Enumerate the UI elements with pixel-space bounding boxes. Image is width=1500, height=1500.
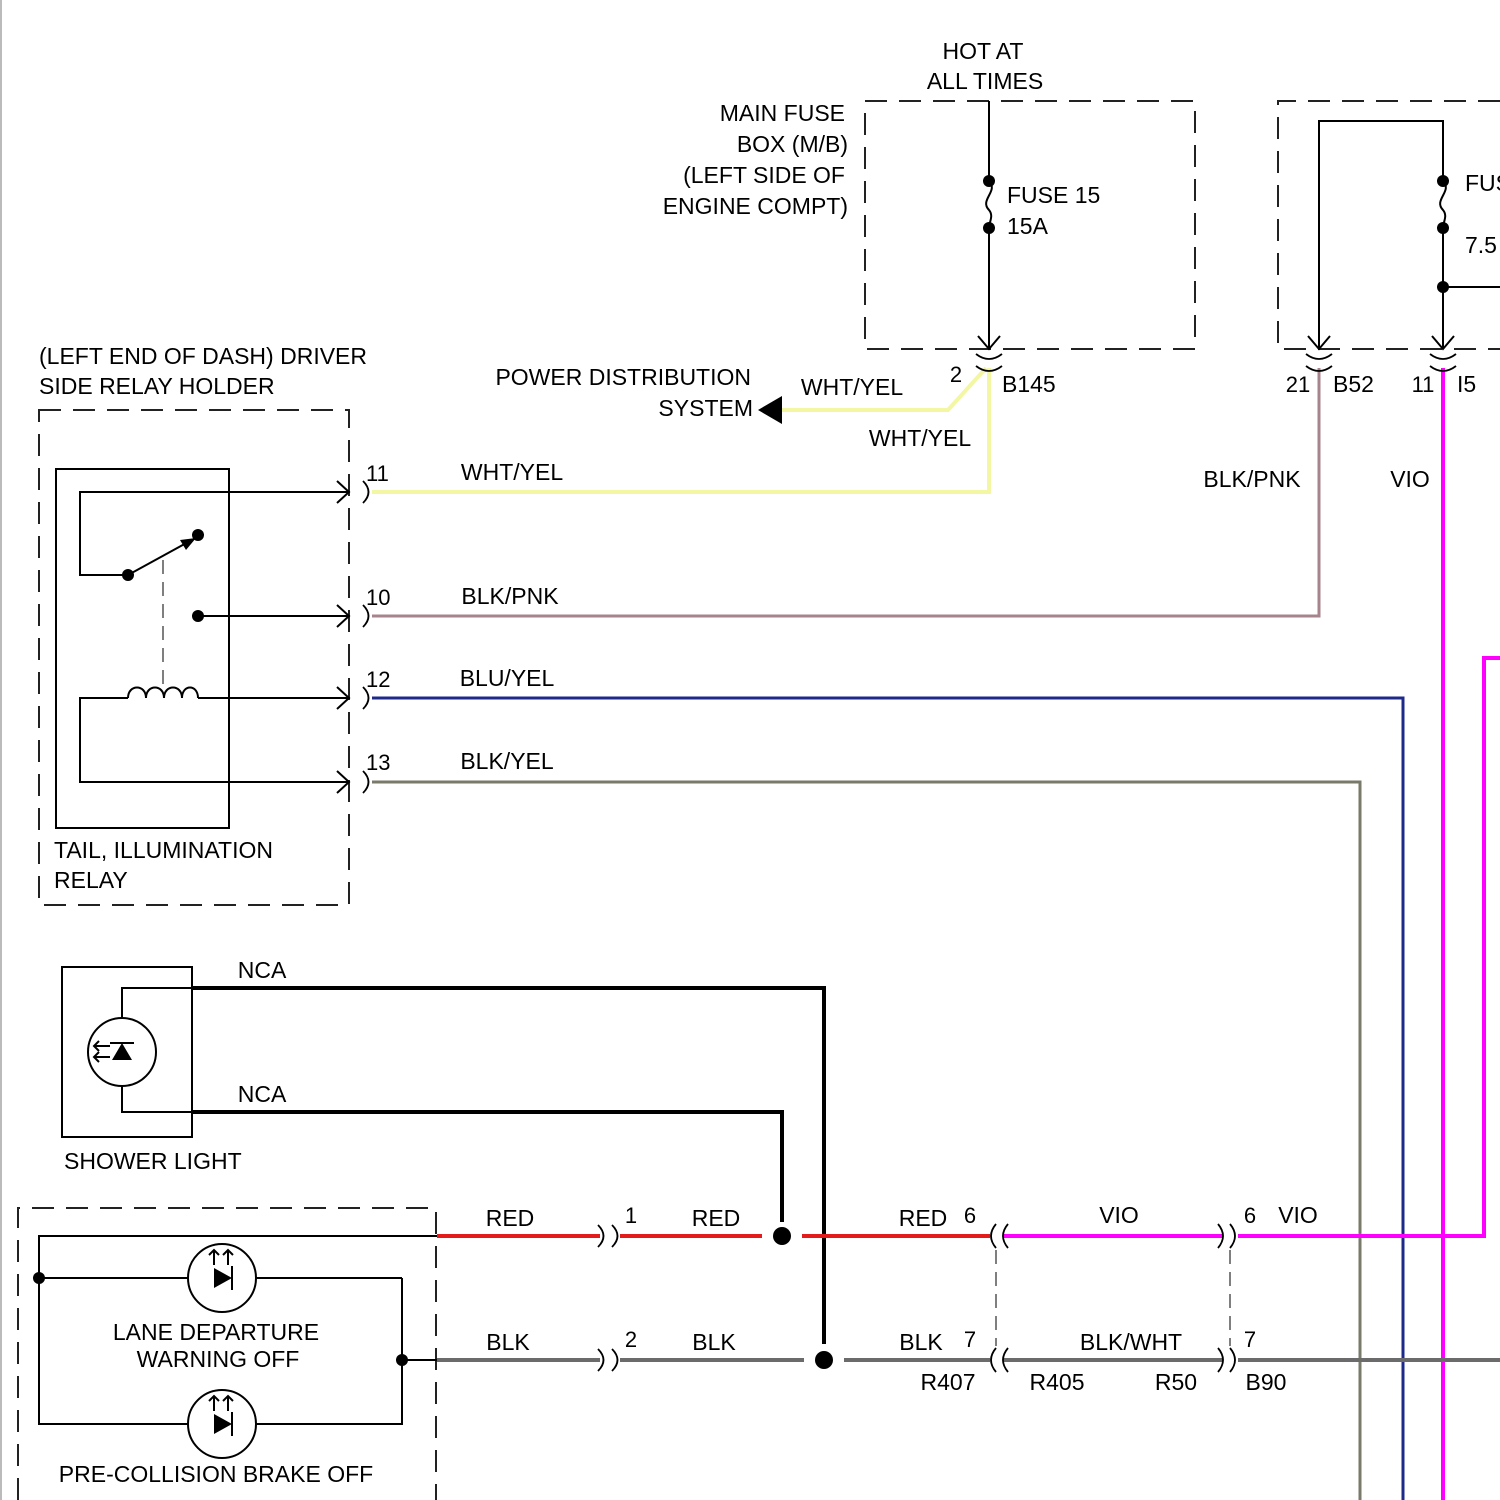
wire-label-red-3: RED [899, 1205, 948, 1231]
fuse15-symbol [986, 181, 992, 228]
relay-pin-11: 11 [366, 461, 389, 486]
wire-vio-right-branch [1443, 658, 1500, 1236]
relay-pin-13: 13 [366, 750, 390, 775]
wire-label-blk-pnk-10: BLK/PNK [461, 583, 559, 609]
component-labels: HOT AT ALL TIMES MAIN FUSE BOX (M/B) (LE… [39, 38, 1500, 1487]
blk-splice [815, 1351, 833, 1369]
wire-label-vio-2: VIO [1278, 1202, 1318, 1228]
shower-light-label: SHOWER LIGHT [64, 1148, 242, 1174]
fuse15-rating: 15A [1007, 213, 1049, 239]
right-fuse-symbol [1440, 181, 1446, 228]
wire-label-blk-2: BLK [692, 1329, 736, 1355]
main-fuse-label-1: MAIN FUSE [720, 100, 845, 126]
relay-coil-return [80, 698, 348, 782]
wire-label-nca-1: NCA [238, 957, 287, 983]
b52-pin: 21 [1286, 372, 1310, 397]
wires [192, 368, 1500, 1500]
relay-holder [39, 410, 369, 905]
i5-label: I5 [1457, 371, 1476, 397]
wire-label-wht-yel-vert: WHT/YEL [869, 425, 971, 451]
wire-label-vio-1: VIO [1099, 1202, 1139, 1228]
wire-label-blk-yel-13: BLK/YEL [460, 748, 554, 774]
b90-pin-7: 7 [1244, 1327, 1256, 1352]
relay-coil-icon [128, 688, 198, 699]
right-fuse-name: FUSE [1465, 170, 1500, 196]
relay-holder-label-1: (LEFT END OF DASH) DRIVER [39, 343, 367, 369]
hot-at-label-2: ALL TIMES [927, 68, 1043, 94]
pre-collision-label: PRE-COLLISION BRAKE OFF [59, 1461, 373, 1487]
wire-nca-upper [192, 988, 824, 1344]
wire-label-wht-yel-pds: WHT/YEL [801, 374, 903, 400]
r407-pin-7: 7 [964, 1327, 976, 1352]
b90-label: B90 [1246, 1369, 1287, 1395]
b90-pin-6: 6 [1244, 1203, 1256, 1228]
tail-relay-label-2: RELAY [54, 867, 128, 893]
wire-label-blk-wht: BLK/WHT [1080, 1329, 1182, 1355]
main-fuse-label-2: BOX (M/B) [737, 131, 848, 157]
relay-holder-frame [39, 410, 349, 905]
relay-pin-10: 10 [366, 585, 390, 610]
main-fuse-label-3: (LEFT SIDE OF [683, 162, 845, 188]
lane-departure-label-1: LANE DEPARTURE [113, 1319, 319, 1345]
blk-pin2-connector-icon [598, 1349, 618, 1371]
fuse15-name: FUSE 15 [1007, 182, 1100, 208]
wire-label-vio-right: VIO [1390, 466, 1430, 492]
r50-label: R50 [1155, 1369, 1197, 1395]
switch-assembly-junction-right [396, 1354, 408, 1366]
wire-blk-yel-pin13 [372, 782, 1360, 1500]
main-fuse-label-4: ENGINE COMPT) [663, 193, 848, 219]
shower-light [62, 967, 192, 1137]
wire-label-red-1: RED [486, 1205, 535, 1231]
tail-relay-body [56, 469, 229, 828]
b52-label: B52 [1333, 371, 1374, 397]
relay-switch-contact-nc [192, 529, 204, 541]
b145-pin: 2 [950, 362, 962, 387]
red-pin-1: 1 [625, 1203, 637, 1228]
blk-pin-2: 2 [625, 1327, 637, 1352]
relay-pin-12: 12 [366, 667, 390, 692]
hot-at-label-1: HOT AT [943, 38, 1024, 64]
r407-label: R407 [921, 1369, 976, 1395]
r405-label: R405 [1030, 1369, 1085, 1395]
wire-label-wht-yel-11: WHT/YEL [461, 459, 563, 485]
wire-label-red-2: RED [692, 1205, 741, 1231]
pds-arrow-icon [758, 396, 782, 424]
pds-label-1: POWER DISTRIBUTION [495, 364, 751, 390]
connector-labels: 2 B145 21 B52 11 I5 11 10 12 13 1 2 6 7 … [366, 362, 1476, 1395]
wire-label-blu-yel-12: BLU/YEL [460, 665, 555, 691]
wire-label-blk-1: BLK [486, 1329, 530, 1355]
right-fuse-rating: 7.5 [1465, 232, 1497, 258]
red-splice [773, 1227, 791, 1245]
r407-pin-6: 6 [964, 1203, 976, 1228]
wire-label-blk-pnk-right: BLK/PNK [1203, 466, 1301, 492]
lane-departure-label-2: WARNING OFF [137, 1346, 300, 1372]
b52-feed-line [1319, 121, 1443, 348]
pds-label-2: SYSTEM [658, 395, 753, 421]
right-fuse-box-frame [1278, 101, 1500, 349]
relay-switch-arrowhead [180, 538, 196, 550]
red-pin1-connector-icon [598, 1225, 618, 1247]
relay-switch-wire [80, 492, 348, 575]
b145-label: B145 [1002, 371, 1056, 397]
relay-holder-label-2: SIDE RELAY HOLDER [39, 373, 275, 399]
relay-switch-arm [128, 541, 190, 575]
wire-label-blk-3: BLK [899, 1329, 943, 1355]
tail-relay-label-1: TAIL, ILLUMINATION [54, 837, 273, 863]
wire-label-nca-2: NCA [238, 1081, 287, 1107]
i5-pin: 11 [1412, 372, 1435, 397]
switch-assembly-junction-left [33, 1272, 45, 1284]
